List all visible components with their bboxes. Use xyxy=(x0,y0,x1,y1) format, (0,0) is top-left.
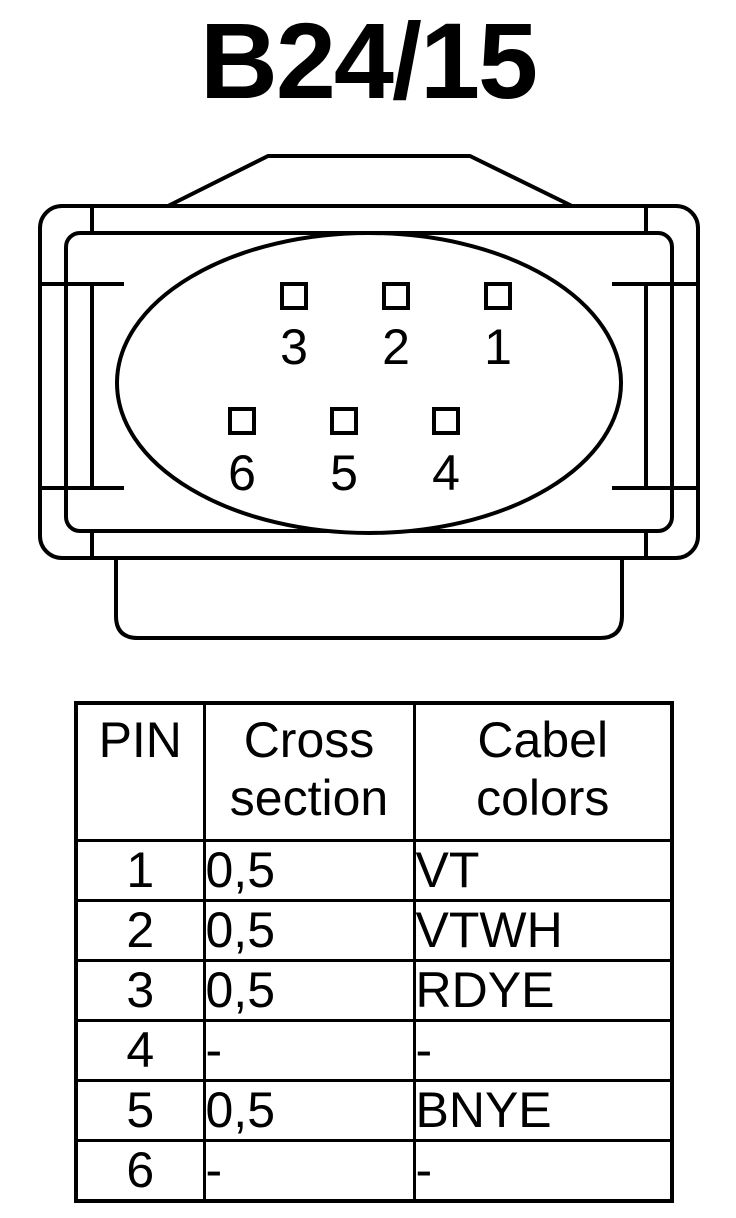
table-row: 2 0,5 VTWH xyxy=(74,899,674,962)
cell-cross-section: - xyxy=(202,1019,416,1082)
connector-latch xyxy=(167,154,573,208)
header-pin: PIN xyxy=(74,701,206,842)
pin-label-3: 3 xyxy=(280,319,308,375)
pin-table-header-row: PIN Cross section Cabel colors xyxy=(74,701,674,842)
table-row: 4 - - xyxy=(74,1019,674,1082)
cell-cable-color: BNYE xyxy=(412,1079,674,1142)
connector-face-oval xyxy=(115,231,623,535)
pin-label-5: 5 xyxy=(330,445,358,501)
table-row: 1 0,5 VT xyxy=(74,839,674,902)
pin-label-1: 1 xyxy=(484,319,512,375)
header-cable-colors: Cabel colors xyxy=(412,701,674,842)
pin-label-4: 4 xyxy=(432,445,460,501)
cell-pin: 3 xyxy=(74,959,206,1022)
pin-socket-4 xyxy=(432,407,460,435)
cell-pin: 4 xyxy=(74,1019,206,1082)
connector-title: B24/15 xyxy=(199,0,538,121)
cell-pin: 6 xyxy=(74,1139,206,1203)
connector-diagram: 3 2 1 6 5 4 xyxy=(38,154,700,640)
pin-socket-6 xyxy=(228,407,256,435)
cell-cross-section: 0,5 xyxy=(202,899,416,962)
pin-label-6: 6 xyxy=(228,445,256,501)
cell-pin: 2 xyxy=(74,899,206,962)
cell-cable-color: - xyxy=(412,1019,674,1082)
cell-cross-section: 0,5 xyxy=(202,959,416,1022)
pin-socket-1 xyxy=(484,282,512,310)
connector-housing-outer xyxy=(38,204,700,560)
table-row: 5 0,5 BNYE xyxy=(74,1079,674,1142)
cell-cross-section: 0,5 xyxy=(202,839,416,902)
cell-cable-color: - xyxy=(412,1139,674,1203)
header-cross-section: Cross section xyxy=(202,701,416,842)
cell-cable-color: VT xyxy=(412,839,674,902)
table-row: 6 - - xyxy=(74,1139,674,1203)
table-row: 3 0,5 RDYE xyxy=(74,959,674,1022)
pin-layer: 3 2 1 6 5 4 xyxy=(228,282,512,501)
connector-skirt xyxy=(114,558,624,640)
cell-cross-section: 0,5 xyxy=(202,1079,416,1142)
pin-socket-2 xyxy=(382,282,410,310)
pin-table: PIN Cross section Cabel colors 1 0,5 VT … xyxy=(74,701,674,1203)
pin-label-2: 2 xyxy=(382,319,410,375)
cell-cable-color: RDYE xyxy=(412,959,674,1022)
cell-pin: 5 xyxy=(74,1079,206,1142)
pin-socket-3 xyxy=(280,282,308,310)
pin-socket-5 xyxy=(330,407,358,435)
cell-cable-color: VTWH xyxy=(412,899,674,962)
cell-cross-section: - xyxy=(202,1139,416,1203)
cell-pin: 1 xyxy=(74,839,206,902)
